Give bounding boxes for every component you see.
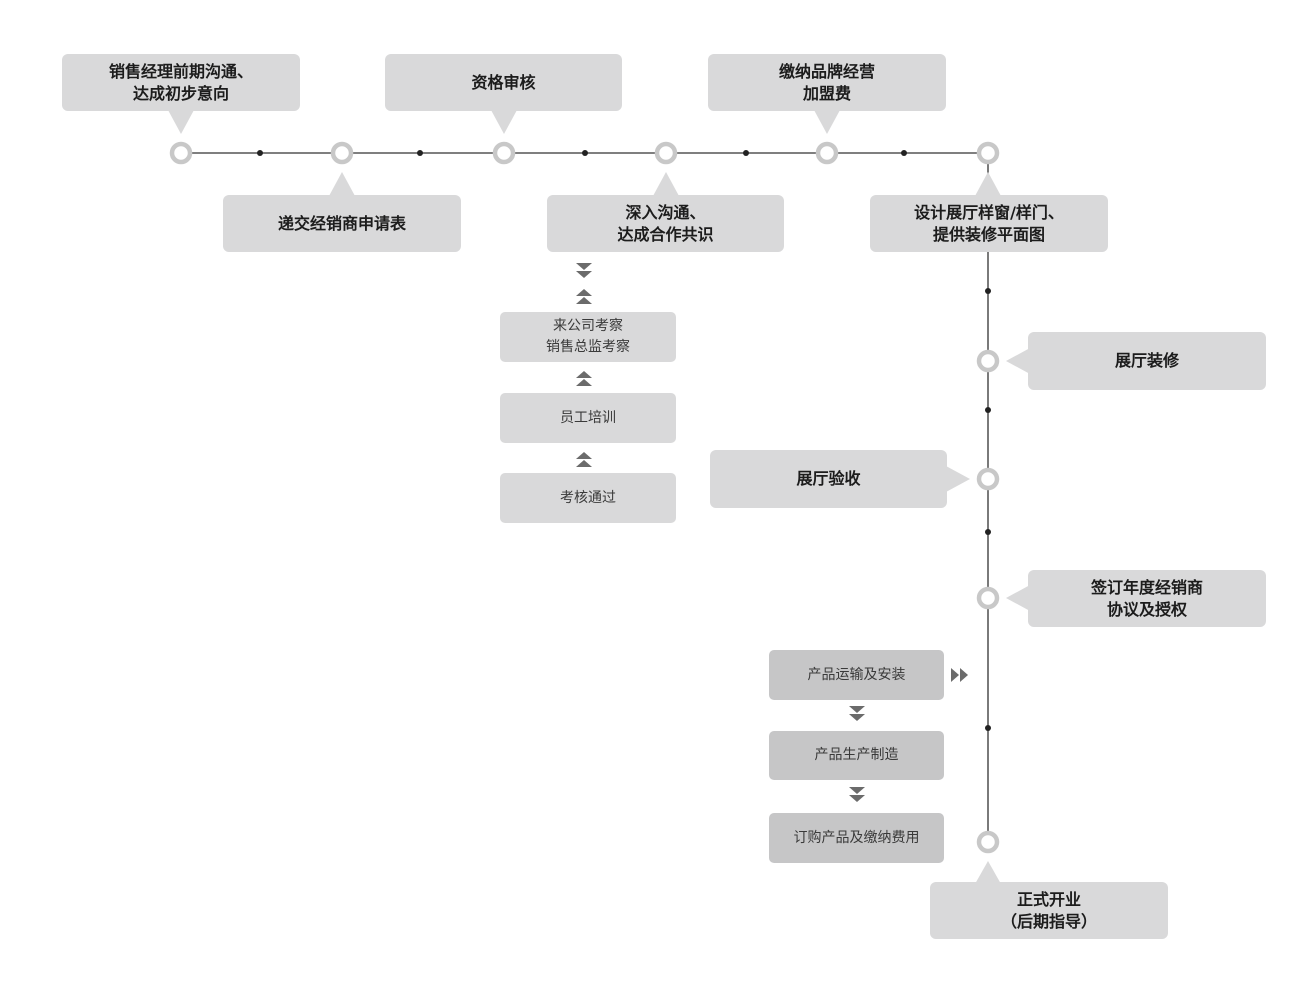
node-ring [815, 141, 839, 165]
dot [257, 150, 263, 156]
dot [985, 725, 991, 731]
step-initial-communication: 销售经理前期沟通、 达成初步意向 [62, 54, 300, 111]
tail-s3 [491, 110, 517, 134]
substep-exam-passed: 考核通过 [500, 473, 676, 523]
substep-order-payment: 订购产品及缴纳费用 [769, 813, 944, 863]
double-right-arrow-icon [951, 668, 968, 682]
step-showroom-decoration: 展厅装修 [1028, 332, 1266, 390]
tail-s1 [168, 110, 194, 134]
double-up-arrow-icon [576, 371, 592, 386]
tail-s8 [946, 466, 970, 492]
node-ring [169, 141, 193, 165]
step-pay-franchise-fee: 缴纳品牌经营 加盟费 [708, 54, 946, 111]
tail-s4 [653, 172, 679, 196]
double-down-arrow-icon [849, 706, 865, 721]
dot [901, 150, 907, 156]
substep-staff-training: 员工培训 [500, 393, 676, 443]
tail-s7 [1006, 348, 1030, 374]
step-grand-opening: 正式开业 （后期指导） [930, 882, 1168, 939]
node-ring [654, 141, 678, 165]
substep-company-visit: 来公司考察 销售总监考察 [500, 312, 676, 362]
tail-s2 [329, 172, 355, 196]
dot [985, 407, 991, 413]
node-rings [169, 141, 1000, 854]
dot [743, 150, 749, 156]
node-ring [976, 830, 1000, 854]
double-up-arrow-icon [576, 452, 592, 467]
step-deep-communication: 深入沟通、 达成合作共识 [547, 195, 784, 252]
substep-transport-install: 产品运输及安装 [769, 650, 944, 700]
node-ring [976, 586, 1000, 610]
node-ring [492, 141, 516, 165]
dot [417, 150, 423, 156]
dot [582, 150, 588, 156]
node-ring [976, 467, 1000, 491]
node-ring [976, 141, 1000, 165]
dot [985, 529, 991, 535]
node-ring [330, 141, 354, 165]
dot [985, 288, 991, 294]
double-up-arrow-icon [576, 289, 592, 304]
step-showroom-acceptance: 展厅验收 [710, 450, 947, 508]
substep-manufacture: 产品生产制造 [769, 731, 944, 780]
double-down-arrow-icon [849, 787, 865, 802]
tail-s9 [1006, 585, 1030, 611]
step-qualification-review: 资格审核 [385, 54, 622, 111]
step-submit-application: 递交经销商申请表 [223, 195, 461, 252]
step-showroom-design: 设计展厅样窗/样门、 提供装修平面图 [870, 195, 1108, 252]
node-ring [976, 349, 1000, 373]
tail-s5 [814, 110, 840, 134]
tail-s6 [975, 172, 1001, 196]
tail-s10 [975, 861, 1001, 884]
double-down-arrow-icon [576, 263, 592, 278]
step-sign-agreement: 签订年度经销商 协议及授权 [1028, 570, 1266, 627]
